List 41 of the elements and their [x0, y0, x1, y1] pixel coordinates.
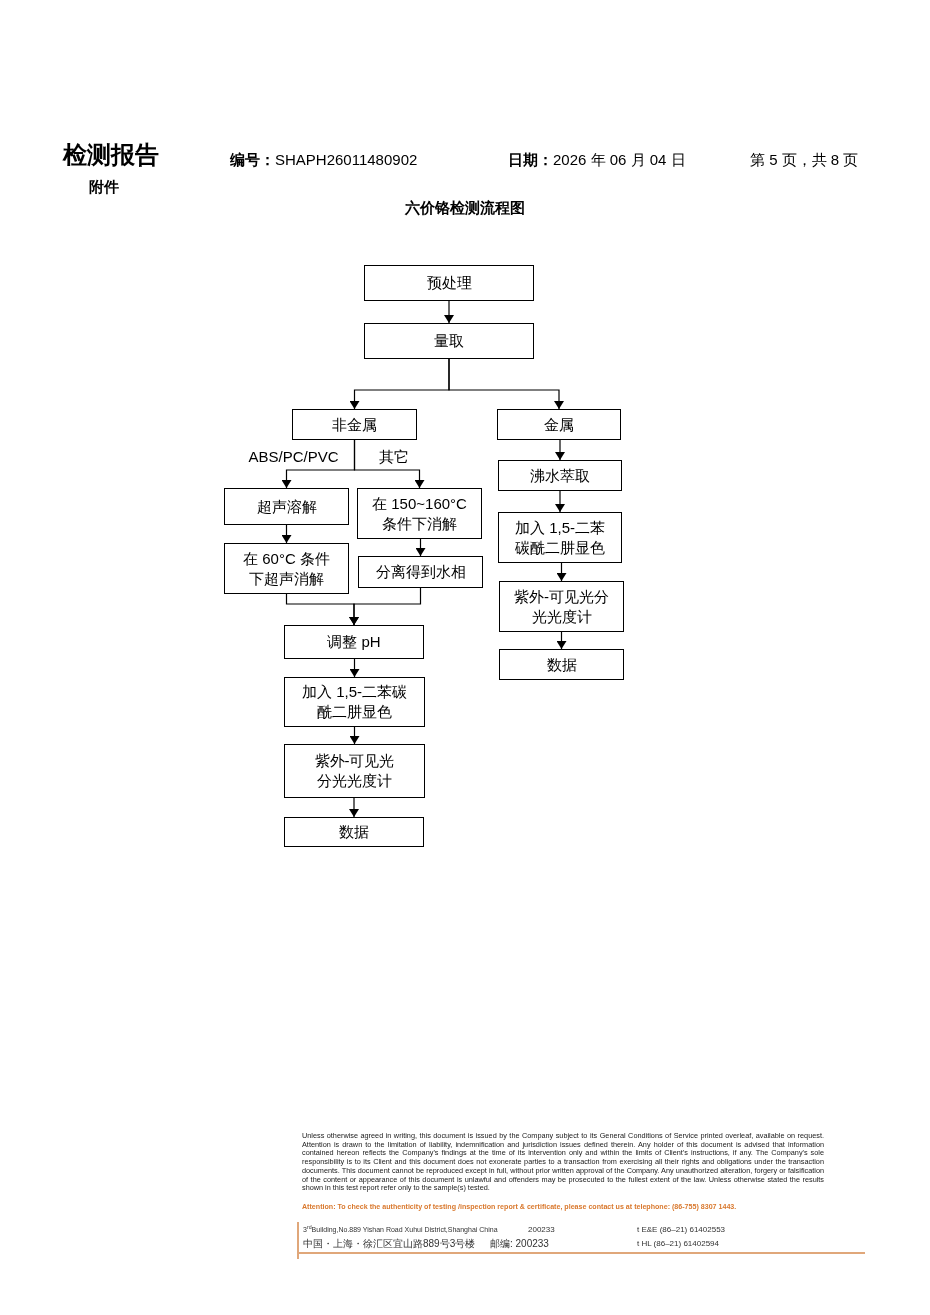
arrow [350, 587, 422, 626]
postal-code: 邮编: 200233 [490, 1238, 549, 1250]
arrow [416, 538, 425, 557]
process-box: 金属 [497, 409, 621, 440]
arrow [350, 658, 359, 678]
chart-title: 六价铬检测流程图 [404, 198, 526, 218]
arrow [350, 726, 359, 745]
process-box: 加入 1,5-二苯碳酰二肼显色 [284, 677, 425, 727]
arrow [556, 490, 564, 513]
process-box: 数据 [499, 649, 624, 680]
report-date: 日期：2026 年 06 月 04 日 [508, 150, 686, 170]
process-box: 紫外-可见光分光光度计 [284, 744, 425, 798]
arrow [353, 439, 424, 489]
process-box: 数据 [284, 817, 424, 847]
process-box: 非金属 [292, 409, 417, 440]
process-box: 超声溶解 [224, 488, 349, 525]
process-box: 加入 1,5-二苯碳酰二肼显色 [498, 512, 622, 563]
arrow [557, 562, 566, 582]
arrow [448, 358, 563, 410]
address-text: 中国・上海・徐汇区宜山路889号3号楼 [303, 1238, 476, 1250]
postal-code: 200233 [528, 1225, 555, 1235]
process-box: 量取 [364, 323, 534, 359]
arrow [445, 300, 453, 324]
report-number: 编号：SHAPH26011480902 [230, 150, 418, 170]
arrow [350, 797, 358, 818]
arrow [556, 439, 564, 461]
appendix-label: 附件 [89, 177, 119, 197]
process-box: 调整 pH [284, 625, 424, 659]
phone-number: t E&E (86–21) 61402553 [637, 1225, 726, 1235]
report-heading: 检测报告 [63, 140, 159, 170]
process-box: 紫外-可见光分光光度计 [499, 581, 624, 632]
arrow [282, 524, 291, 544]
phone-number: t HL (86–21) 61402594 [637, 1239, 719, 1249]
process-box: 沸水萃取 [498, 460, 622, 491]
process-box: 在 150~160°C条件下消解 [357, 488, 482, 539]
process-box: 分离得到水相 [358, 556, 483, 588]
edge-label: 其它 [378, 448, 409, 466]
page-number: 第 5 页，共 8 页 [750, 150, 859, 170]
arrow [557, 631, 566, 650]
process-box: 在 60°C 条件下超声消解 [224, 543, 349, 594]
process-box: 预处理 [364, 265, 534, 301]
